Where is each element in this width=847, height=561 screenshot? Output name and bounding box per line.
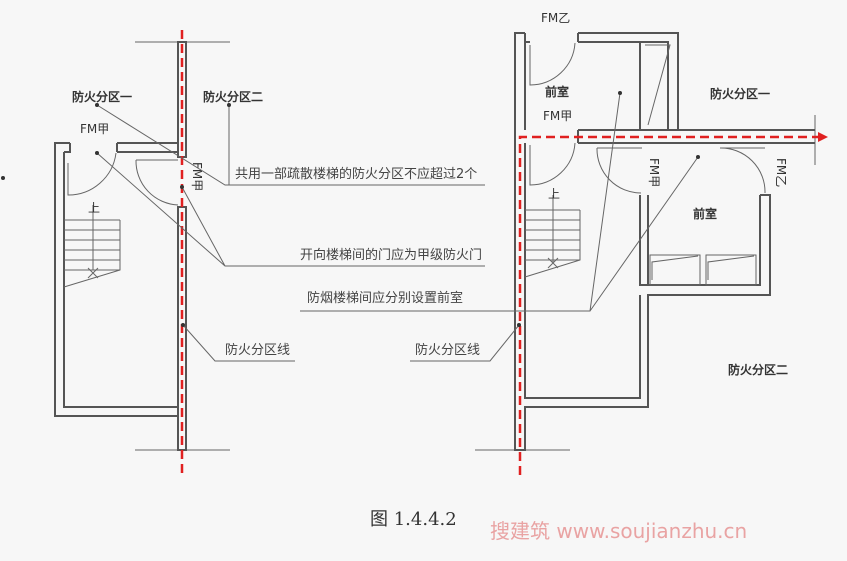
door-label: FM甲 bbox=[190, 162, 204, 191]
door-swing bbox=[135, 159, 179, 206]
door-label: FM乙 bbox=[541, 11, 570, 25]
wall bbox=[116, 142, 178, 153]
leader-line bbox=[410, 324, 520, 362]
leader-line bbox=[182, 324, 295, 362]
stair-wall bbox=[54, 142, 178, 417]
right-plan: FM乙 前室 FM甲 防火分区一 FM甲 FM乙 前室 防火分区二 上 bbox=[475, 11, 828, 475]
note-zone-line: 防火分区线 bbox=[415, 342, 480, 358]
room-label: 前室 bbox=[693, 206, 717, 221]
shaft bbox=[649, 254, 757, 286]
door-label: FM乙 bbox=[774, 158, 788, 187]
zone-label: 防火分区一 bbox=[710, 86, 770, 101]
door-swing bbox=[529, 142, 576, 186]
note-zone-line: 防火分区线 bbox=[225, 342, 290, 358]
door-label: FM甲 bbox=[647, 158, 661, 187]
leader-line bbox=[96, 152, 485, 267]
arrow-icon bbox=[818, 132, 828, 142]
door-label: FM甲 bbox=[80, 122, 109, 136]
annotations: 共用一部疏散楼梯的防火分区不应超过2个 开向楼梯间的门应为甲级防火门 防烟楼梯间… bbox=[1, 91, 700, 362]
watermark: 搜建筑 www.soujianzhu.cn bbox=[490, 519, 747, 543]
stair-treads bbox=[524, 195, 581, 278]
note-anteroom: 防烟楼梯间应分别设置前室 bbox=[307, 290, 463, 306]
stair-up-label: 上 bbox=[88, 201, 100, 215]
fire-zone-line bbox=[518, 135, 825, 475]
room-label: 前室 bbox=[545, 84, 569, 99]
door-swing bbox=[529, 42, 576, 86]
shaft-door bbox=[645, 44, 671, 126]
stair-up-label: 上 bbox=[548, 187, 560, 201]
note-door-grade: 开向楼梯间的门应为甲级防火门 bbox=[300, 247, 482, 263]
zone-label: 防火分区二 bbox=[728, 362, 788, 377]
zone-label: 防火分区一 bbox=[72, 89, 132, 104]
wall bbox=[514, 32, 771, 451]
wall bbox=[577, 32, 679, 130]
leader-line bbox=[300, 92, 699, 312]
door-swing bbox=[596, 147, 642, 194]
door-swing bbox=[719, 147, 766, 194]
door-label: FM甲 bbox=[543, 109, 572, 123]
zone-label: 防火分区二 bbox=[203, 89, 263, 104]
stair-treads bbox=[63, 205, 121, 288]
leader-line bbox=[96, 104, 485, 186]
door-swing bbox=[67, 152, 117, 196]
left-plan: 防火分区一 防火分区二 FM甲 FM甲 上 bbox=[54, 30, 263, 478]
figure-caption: 图 1.4.4.2 bbox=[370, 509, 457, 530]
note-shared-stair: 共用一部疏散楼梯的防火分区不应超过2个 bbox=[235, 166, 477, 182]
